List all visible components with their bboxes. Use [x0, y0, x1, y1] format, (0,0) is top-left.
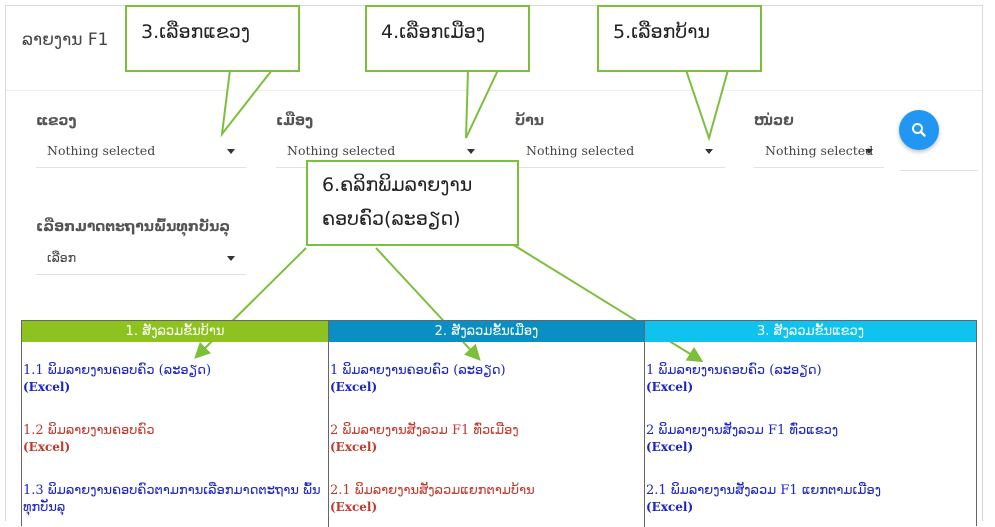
report-link-label: 2.1 ພິມລາຍງານສັງລວມແຍກຕາມບ້ານ	[330, 483, 535, 498]
chevron-down-icon	[227, 149, 235, 154]
callout-text: ຄອບຄົວ(ລະອຽດ)	[322, 208, 461, 230]
province-select[interactable]: Nothing selected	[36, 137, 246, 168]
village-label: ບ້ານ	[515, 113, 544, 129]
chevron-down-icon	[705, 149, 713, 154]
chevron-down-icon	[467, 149, 475, 154]
report-link-summary-by-village[interactable]: 2.1 ພິມລາຍງານສັງລວມແຍກຕາມບ້ານ (Excel)	[330, 482, 535, 516]
callout-print-family-report: 6.ຄລິກພິມລາຍງານ ຄອບຄົວ(ລະອຽດ)	[306, 160, 519, 246]
column-district: 2. ສັງລວມຂັ້ນເມືອງ 1 ພິມລາຍງານຄອບຄົວ (ລະ…	[329, 321, 644, 527]
province-select-value: Nothing selected	[47, 143, 156, 158]
excel-tag: (Excel)	[23, 380, 71, 394]
excel-tag: (Excel)	[646, 440, 694, 454]
chevron-down-icon	[227, 256, 235, 261]
column-header: 1. ສັງລວມຂັ້ນບ້ານ	[22, 321, 328, 342]
excel-tag: (Excel)	[646, 380, 694, 394]
report-link-province-summary[interactable]: 2 ພິມລາຍງານສັງລວມ F1 ທົ່ວແຂວງ (Excel)	[646, 422, 838, 456]
report-link-label: 1.1 ພິມລາຍງານຄອບຄົວ (ລະອຽດ)	[23, 363, 212, 378]
criteria-select-value: ເລືອກ	[47, 250, 77, 265]
report-table: 1. ສັງລວມຂັ້ນບ້ານ 1.1 ພິມລາຍງານຄອບຄົວ (ລ…	[21, 320, 977, 527]
column-province: 3. ສັງລວມຂັ້ນແຂວງ 1 ພິມລາຍງານຄອບຄົວ (ລະອ…	[645, 321, 976, 527]
report-link-family[interactable]: 1.2 ພິມລາຍງານຄອບຄົວ (Excel)	[23, 422, 155, 456]
report-link-family-detail[interactable]: 1.1 ພິມລາຍງານຄອບຄົວ (ລະອຽດ) (Excel)	[23, 362, 211, 396]
excel-tag: (Excel)	[646, 500, 694, 514]
page-title: ລາຍງານ F1	[22, 30, 109, 50]
search-divider	[900, 170, 978, 171]
header-divider	[6, 90, 982, 91]
callout-select-village: 5.ເລືອກບ້ານ	[597, 5, 762, 72]
callout-text: 3.ເລືອກແຂວງ	[141, 21, 251, 43]
report-link-family-by-criteria[interactable]: 1.3 ພິມລາຍງານຄອບຄົວຕາມການເລືອກມາດຕະຖານ ພ…	[23, 482, 323, 516]
callout-text: 5.ເລືອກບ້ານ	[613, 21, 710, 43]
callout-select-district: 4.ເລືອກເມືອງ	[365, 5, 530, 72]
report-link-label: 1.2 ພິມລາຍງານຄອບຄົວ	[23, 423, 155, 438]
criteria-label: ເລືອກມາດຕະຖານພົ້ນທຸກບັນລຸ	[36, 219, 231, 235]
column-divider	[328, 321, 329, 527]
report-link-label: 1 ພິມລາຍງານຄອບຄົວ (ລະອຽດ)	[646, 363, 822, 378]
unit-select[interactable]: Nothing selected	[754, 137, 884, 168]
province-label: ແຂວງ	[36, 113, 77, 129]
report-link-family-detail[interactable]: 1 ພິມລາຍງານຄອບຄົວ (ລະອຽດ) (Excel)	[330, 362, 506, 396]
column-divider	[644, 321, 645, 527]
report-link-label: 2.1 ພິມລາຍງານສັງລວມ F1 ແຍກຕາມເມືອງ	[646, 483, 881, 498]
column-header: 2. ສັງລວມຂັ້ນເມືອງ	[329, 321, 644, 342]
chevron-down-icon	[865, 149, 873, 154]
unit-select-value: Nothing selected	[765, 143, 874, 158]
excel-tag: (Excel)	[330, 380, 378, 394]
report-link-label: 1 ພິມລາຍງານຄອບຄົວ (ລະອຽດ)	[330, 363, 506, 378]
unit-label: ໜ່ວຍ	[754, 113, 794, 129]
village-select-value: Nothing selected	[526, 143, 635, 158]
excel-tag: (Excel)	[330, 500, 378, 514]
callout-text: 4.ເລືອກເມືອງ	[381, 21, 485, 43]
district-label: ເມືອງ	[276, 113, 314, 129]
excel-tag: (Excel)	[23, 440, 71, 454]
report-link-label: 2 ພິມລາຍງານສັງລວມ F1 ທົ່ວແຂວງ	[646, 423, 839, 438]
callout-text: 6.ຄລິກພິມລາຍງານ	[322, 174, 473, 196]
search-button[interactable]	[899, 110, 939, 150]
criteria-select[interactable]: ເລືອກ	[36, 244, 246, 275]
report-link-family-detail[interactable]: 1 ພິມລາຍງານຄອບຄົວ (ລະອຽດ) (Excel)	[646, 362, 822, 396]
village-select[interactable]: Nothing selected	[515, 137, 725, 168]
column-village: 1. ສັງລວມຂັ້ນບ້ານ 1.1 ພິມລາຍງານຄອບຄົວ (ລ…	[22, 321, 328, 527]
report-link-district-summary[interactable]: 2 ພິມລາຍງານສັງລວມ F1 ທົ່ວເມືອງ (Excel)	[330, 422, 519, 456]
report-link-summary-by-district[interactable]: 2.1 ພິມລາຍງານສັງລວມ F1 ແຍກຕາມເມືອງ (Exce…	[646, 482, 881, 516]
column-header: 3. ສັງລວມຂັ້ນແຂວງ	[645, 321, 976, 342]
report-link-label: 2 ພິມລາຍງານສັງລວມ F1 ທົ່ວເມືອງ	[330, 423, 519, 438]
callout-select-province: 3.ເລືອກແຂວງ	[125, 5, 300, 72]
excel-tag: (Excel)	[330, 440, 378, 454]
report-link-label: 1.3 ພິມລາຍງານຄອບຄົວຕາມການເລືອກມາດຕະຖານ ພ…	[23, 483, 321, 515]
district-select-value: Nothing selected	[287, 143, 396, 158]
search-icon	[912, 123, 926, 137]
